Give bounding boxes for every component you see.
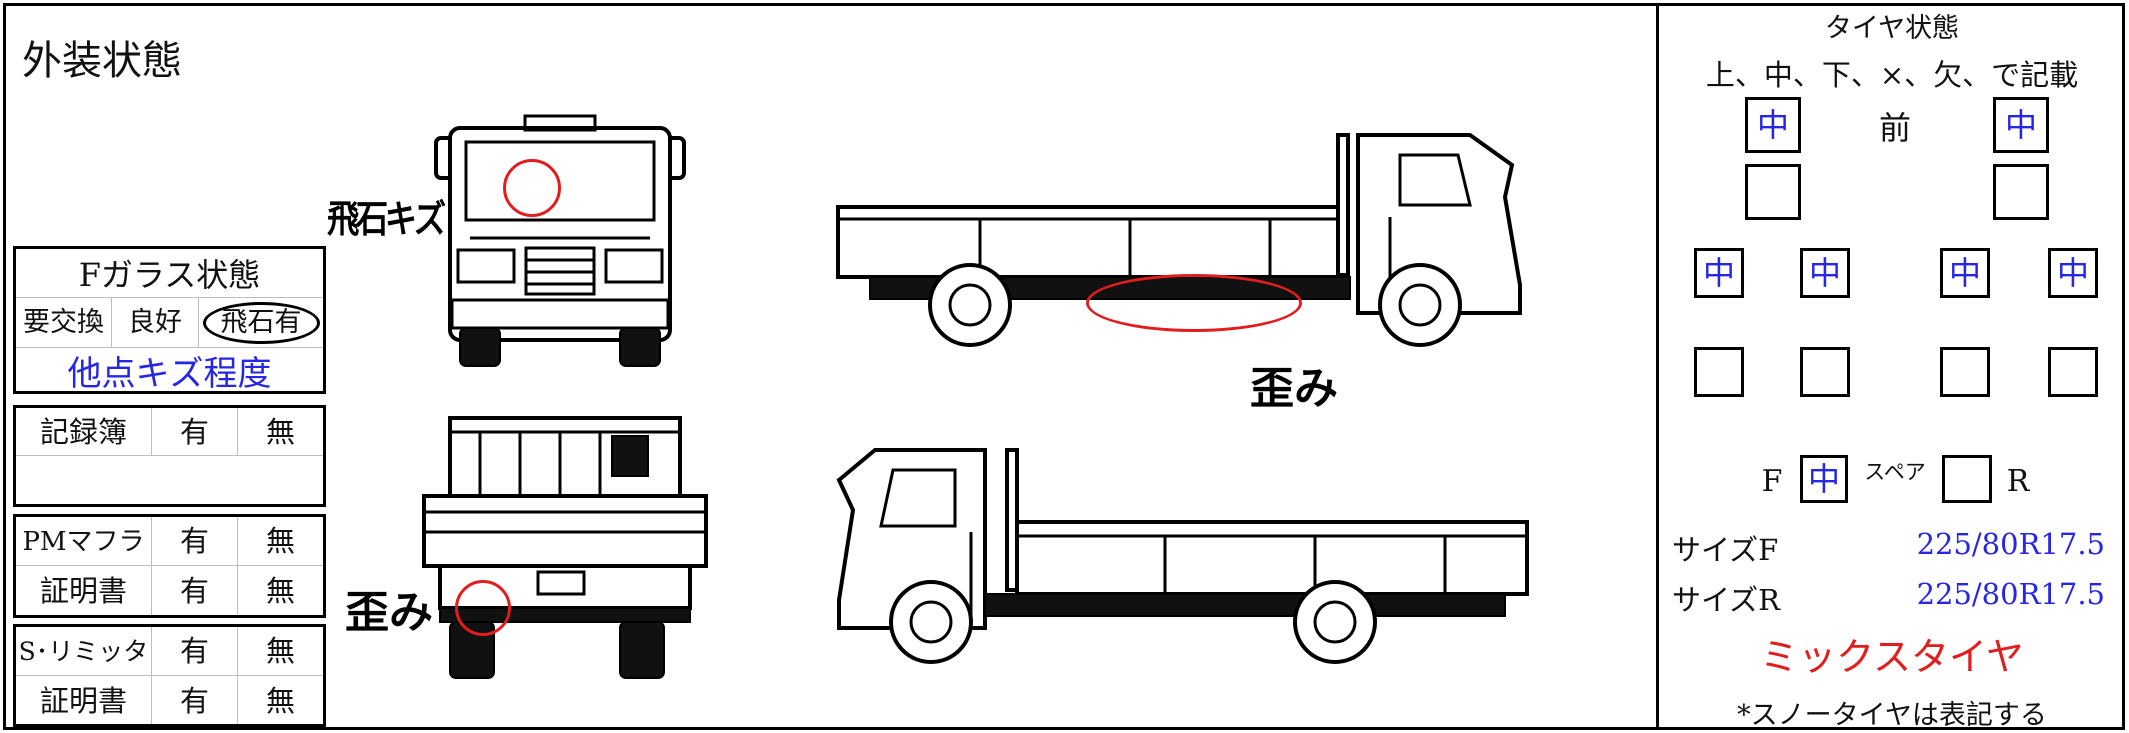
spare-label: スペア — [1864, 460, 1926, 484]
pm-muffler-no[interactable]: 無 — [265, 524, 295, 558]
tire-rear-4[interactable]: 中 — [2048, 248, 2098, 298]
tire-spare-rear[interactable] — [1942, 455, 1992, 503]
truck-front-view — [434, 114, 686, 367]
front-glass-damage-circle — [503, 159, 561, 217]
snow-tire-footnote: *スノータイヤは表記する — [1737, 700, 2047, 731]
limiter-cert-yes[interactable]: 有 — [179, 684, 209, 718]
speed-limiter-yes[interactable]: 有 — [179, 634, 209, 668]
records-no[interactable]: 無 — [265, 415, 295, 449]
size-f-value: 225/80R17.5 — [1916, 527, 2105, 561]
spare-f-label: F — [1761, 464, 1783, 499]
records-yes[interactable]: 有 — [179, 415, 209, 449]
tire-rear-5[interactable] — [1694, 347, 1744, 397]
truck-side-view-right — [836, 133, 1522, 347]
warp-note-rear: 歪み — [345, 587, 433, 638]
pm-muffler-label: PMマフラ — [22, 527, 145, 557]
speed-limiter-label: S･リミッタ — [18, 637, 149, 666]
records-label: 記録簿 — [39, 415, 127, 449]
exterior-title: 外装状態 — [22, 38, 182, 84]
tire-rear-6[interactable] — [1800, 347, 1850, 397]
fglass-selected-circle — [203, 302, 320, 344]
speed-limiter-no[interactable]: 無 — [265, 634, 295, 668]
truck-side-view-left — [836, 448, 1529, 664]
speed-limiter-box: S･リミッタ 有 無 証明書 有 無 — [13, 624, 326, 727]
limiter-cert-no[interactable]: 無 — [265, 684, 295, 718]
fglass-option-good[interactable]: 良好 — [128, 307, 182, 338]
warp-note-side: 歪み — [1250, 363, 1338, 414]
tire-panel-title: タイヤ状態 — [1824, 13, 1960, 44]
truck-rear-view — [422, 416, 708, 679]
size-f-label: サイズF — [1672, 533, 1779, 567]
tire-front-right[interactable]: 中 — [1993, 97, 2049, 153]
spare-r-label: R — [2006, 464, 2030, 499]
pm-cert-yes[interactable]: 有 — [179, 574, 209, 608]
tire-rear-3[interactable]: 中 — [1940, 248, 1990, 298]
pm-muffler-yes[interactable]: 有 — [179, 524, 209, 558]
tire-instruction: 上、中、下、×、欠、で記載 — [1705, 58, 2079, 92]
limiter-cert-label: 証明書 — [39, 684, 127, 718]
size-r-label: サイズR — [1672, 583, 1780, 617]
form-frame — [3, 3, 2125, 730]
tire-front-left-2[interactable] — [1745, 164, 1801, 220]
pm-muffler-box: PMマフラ 有 無 証明書 有 無 — [13, 514, 326, 618]
front-label: 前 — [1878, 109, 1911, 147]
mixed-tire-note: ミックスタイヤ — [1760, 635, 2024, 679]
tire-front-left[interactable]: 中 — [1745, 97, 1801, 153]
tire-rear-1[interactable]: 中 — [1694, 248, 1744, 298]
tire-spare-front[interactable]: 中 — [1800, 455, 1848, 503]
records-box: 記録簿 有 無 — [13, 405, 326, 507]
tire-rear-2[interactable]: 中 — [1800, 248, 1850, 298]
frame-warp-ellipse — [1086, 274, 1302, 332]
pm-cert-label: 証明書 — [39, 574, 127, 608]
fglass-box: Fガラス状態 要交換 良好 飛石有 他点キズ程度 — [13, 246, 326, 394]
tire-rear-7[interactable] — [1940, 347, 1990, 397]
panel-divider — [1656, 3, 1659, 730]
other-damage-label: 他点キズ程度 — [67, 354, 272, 394]
rear-bumper-damage-circle — [455, 580, 511, 636]
tire-front-right-2[interactable] — [1993, 164, 2049, 220]
fglass-heading: Fガラス状態 — [78, 256, 261, 294]
fglass-option-replace[interactable]: 要交換 — [23, 307, 104, 338]
tire-rear-8[interactable] — [2048, 347, 2098, 397]
pm-cert-no[interactable]: 無 — [265, 574, 295, 608]
size-r-value: 225/80R17.5 — [1916, 577, 2105, 611]
stone-chip-note: 飛石キズ — [327, 197, 446, 241]
